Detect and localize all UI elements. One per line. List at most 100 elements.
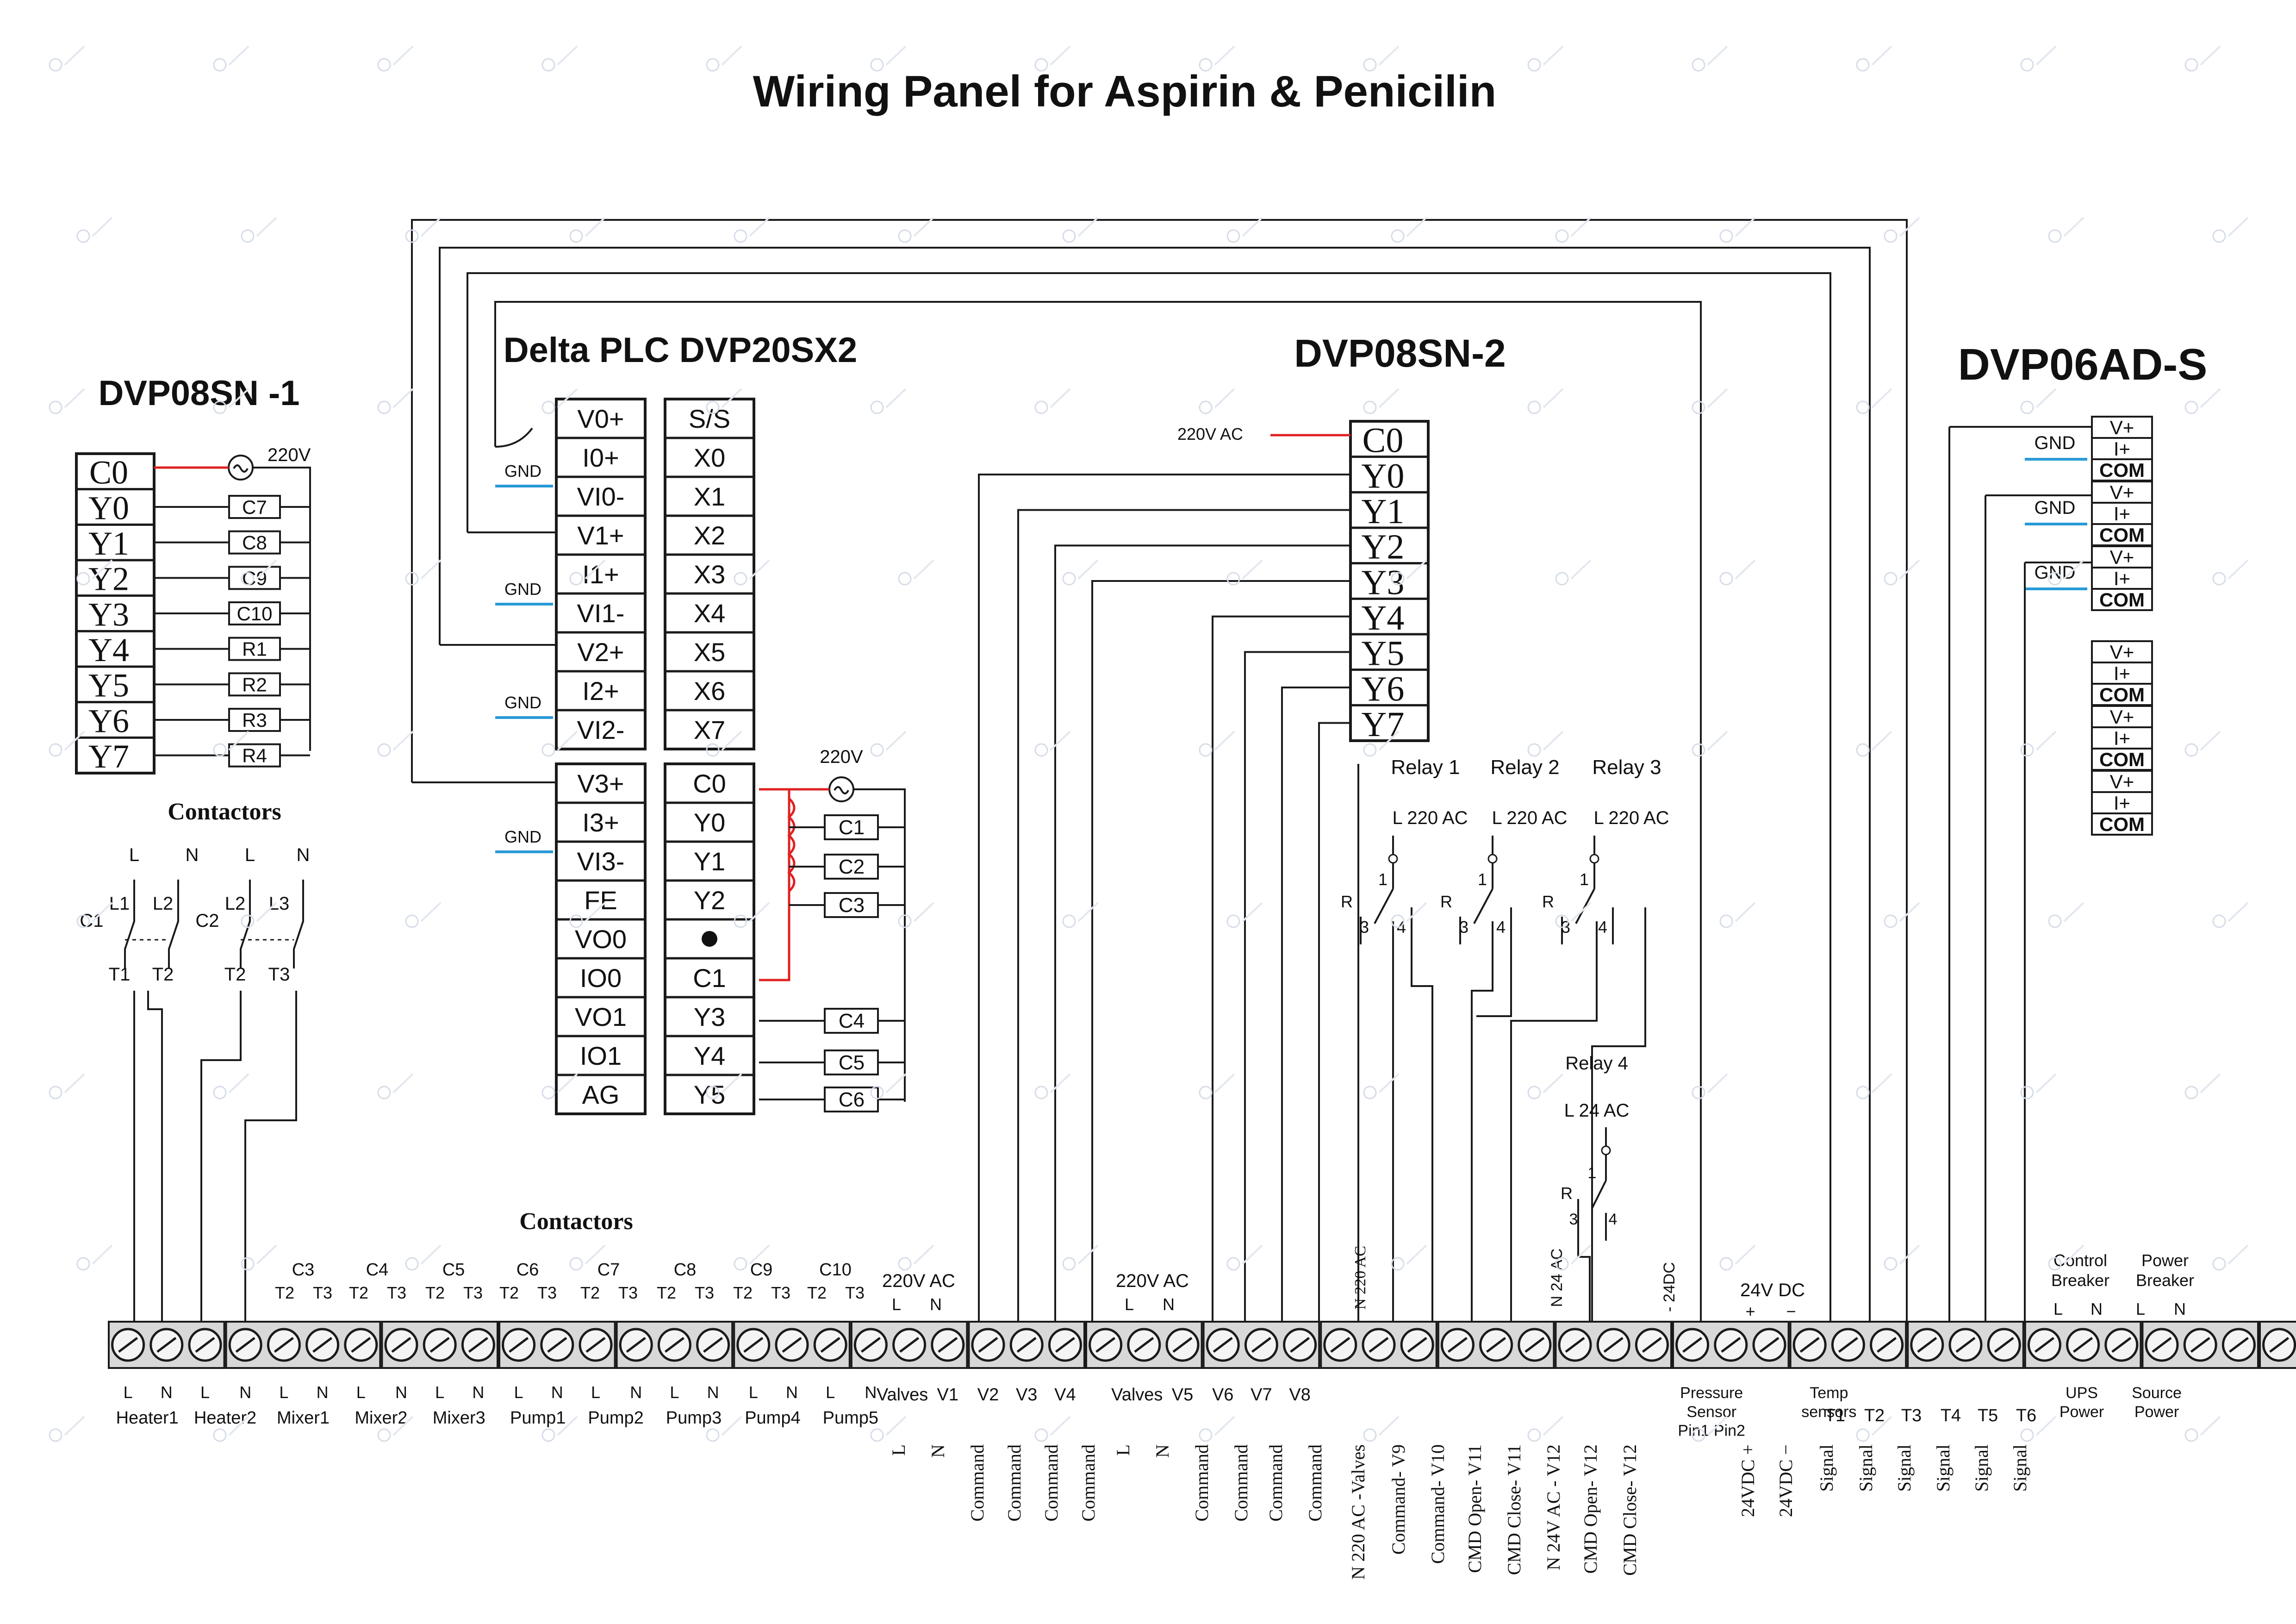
contactor-C8-label: C8 — [674, 1260, 697, 1280]
relay-1-label: Relay 1 — [1391, 756, 1460, 779]
relay-pin: R — [1341, 892, 1353, 911]
relay-supply: L 220 AC — [1492, 808, 1567, 828]
plc-load-label: C3 — [839, 894, 865, 917]
pin-label: L — [514, 1383, 523, 1402]
ad-terminal-I+: I+ — [2114, 727, 2130, 749]
dvp08sn2-supply: 220V AC — [1177, 425, 1243, 443]
pin-label: T2 — [580, 1283, 600, 1302]
plc-dout-Y3: Y3 — [694, 1002, 726, 1031]
ad-terminal-V+: V+ — [2110, 417, 2134, 438]
v5-ac-label: 220V AC — [1116, 1271, 1189, 1291]
vertical-label: N — [1152, 1444, 1173, 1458]
vertical-label: N 24V AC - V12 — [1543, 1444, 1564, 1570]
svg-text:L: L — [245, 845, 255, 865]
contactor-C9-label: C9 — [750, 1260, 773, 1280]
sn1-terminal-Y6: Y6 — [88, 702, 129, 739]
pin-label: L — [892, 1295, 901, 1314]
sn1-load-R2 — [228, 672, 281, 697]
pin-label: T2 — [349, 1283, 368, 1302]
relay-supply: L 220 AC — [1392, 808, 1468, 828]
contactor-C7-label: C7 — [597, 1260, 620, 1280]
ad-terminal-COM: COM — [2099, 589, 2145, 611]
relay-pin: 4 — [1496, 918, 1506, 937]
signal-label: T2 — [1864, 1406, 1885, 1425]
vertical-label: CMD Open- V11 — [1464, 1444, 1485, 1573]
pin-label: T2 — [657, 1283, 676, 1302]
plc-supply: 220V — [820, 747, 863, 767]
valve-label: V7 — [1251, 1385, 1272, 1405]
plc-aout-VO0: VO0 — [575, 924, 627, 954]
supply24-label: 24V DC — [1740, 1280, 1805, 1300]
plc-label: Delta PLC DVP20SX2 — [504, 331, 858, 370]
signal-label: T6 — [2016, 1406, 2036, 1425]
vertical-label: N 220 AC -Valves — [1348, 1444, 1369, 1580]
pin-label: L — [826, 1383, 835, 1402]
plc-din-X6: X6 — [694, 676, 726, 706]
plc-load-C3 — [824, 892, 879, 918]
pin-label: L — [435, 1383, 444, 1402]
ad-channel — [2091, 770, 2153, 836]
sn1-terminal-Y1: Y1 — [88, 525, 129, 562]
ad-terminal-V+: V+ — [2110, 706, 2134, 728]
sn1-load-label: R2 — [242, 674, 267, 695]
plc-din-X5: X5 — [694, 637, 726, 667]
plc-load-label: C2 — [839, 856, 865, 878]
valves-ac-label: 220V AC — [882, 1271, 955, 1291]
sn1-load-C8 — [228, 530, 281, 555]
gnd-label: GND — [504, 462, 541, 481]
device-label: Pump4 — [745, 1408, 800, 1428]
svg-text:T2: T2 — [224, 964, 246, 985]
pin-label: T3 — [387, 1283, 406, 1302]
valve-label: V3 — [1016, 1385, 1037, 1405]
svg-text:T3: T3 — [268, 964, 290, 985]
vertical-label: Signal — [1855, 1444, 1876, 1492]
vertical-label: Signal — [2010, 1444, 2030, 1492]
vertical-label: 24VDC + — [1737, 1444, 1758, 1517]
sn1-load-label: R1 — [242, 638, 267, 660]
relay-pin: 1 — [1580, 870, 1589, 889]
plc-ain-I2+: I2+ — [582, 676, 619, 706]
plc-load-C4 — [824, 1008, 879, 1034]
pin-label: N — [551, 1383, 563, 1402]
device-label: Pump5 — [823, 1408, 878, 1428]
signal-label: T3 — [1901, 1406, 1922, 1425]
terminal-strip — [108, 1321, 2296, 1369]
contactors-left: Contactors L N L N L1 L2 L2 L3 C1 C2 T1 … — [80, 799, 310, 1325]
svg-text:L2: L2 — [225, 893, 246, 914]
svg-text:C2: C2 — [195, 911, 219, 931]
pin-label: T3 — [618, 1283, 638, 1302]
valve-label: V4 — [1054, 1385, 1076, 1405]
vertical-label: Command — [1041, 1444, 1062, 1522]
vertical-label: Command — [1265, 1444, 1286, 1522]
ad-terminal-I+: I+ — [2114, 503, 2130, 525]
ad-terminal-I+: I+ — [2114, 792, 2130, 814]
vertical-label: CMD Open- V12 — [1580, 1444, 1601, 1574]
sn2-terminal-Y4: Y4 — [1362, 599, 1405, 637]
valve-label: Valves — [877, 1385, 928, 1405]
relay-pin: 1 — [1378, 870, 1388, 889]
sn1-terminal-Y2: Y2 — [88, 561, 129, 598]
pin-label: T2 — [807, 1283, 827, 1302]
pin-label: T3 — [313, 1283, 332, 1302]
sn1-terminal-Y0: Y0 — [88, 489, 129, 526]
relay-pin: 3 — [1459, 918, 1468, 937]
pin-label: L — [2136, 1299, 2145, 1318]
sn1-load-label: C10 — [236, 603, 272, 625]
sn2-terminal-Y0: Y0 — [1362, 456, 1405, 495]
device-label: Mixer1 — [277, 1408, 330, 1428]
sn1-terminal-C0: C0 — [89, 454, 128, 491]
dvp08sn1-supply: 220V — [268, 445, 311, 465]
pin-label: L — [670, 1383, 679, 1402]
dvp06ad-module: DVP06AD-S V+I+COMGNDV+I+COMGNDV+I+COMGND… — [1948, 340, 2207, 1325]
plc-aout-IO0: IO0 — [580, 963, 622, 993]
contactors-bottom-label: Contactors — [519, 1208, 633, 1235]
sn1-load-label: C8 — [242, 532, 267, 554]
plc-ain-I0+: I0+ — [582, 443, 619, 472]
vertical-label: L — [888, 1444, 909, 1455]
plc-dout-C0: C0 — [693, 769, 726, 798]
ad-terminal-COM: COM — [2099, 459, 2145, 481]
